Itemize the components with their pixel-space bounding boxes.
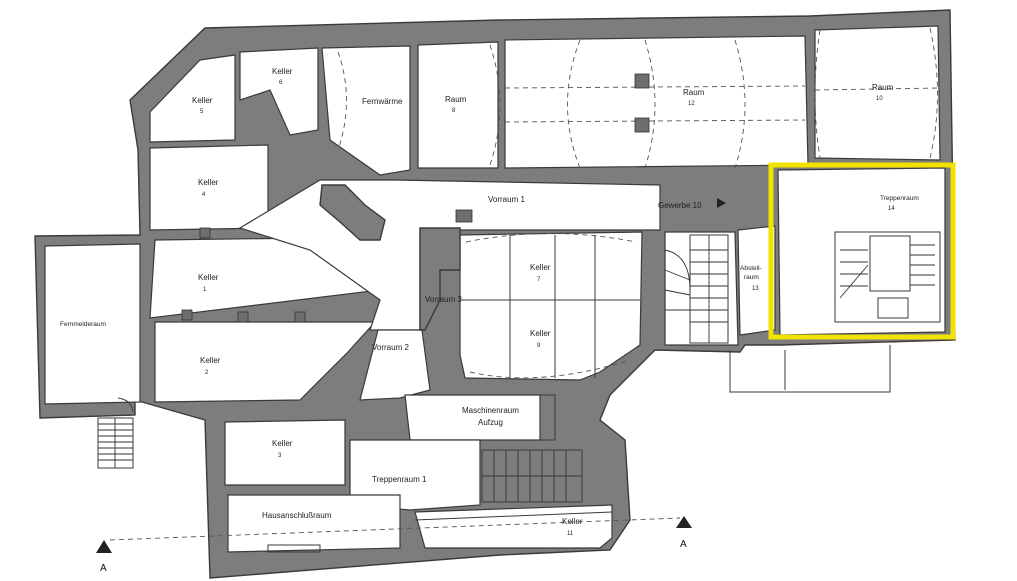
room-hausanschluss [227,494,401,553]
label-keller-4: Keller [198,178,219,187]
room-number: 9 [537,343,541,349]
room-keller-5 [149,54,236,143]
room-maschinenraum [404,394,541,441]
room-number: raum [744,274,759,281]
room-number: 13 [752,286,759,292]
section-marker-right: A [676,516,692,550]
room-fernwaerme [321,45,411,176]
room-keller-4 [149,144,269,231]
label-treppenraum-1: Treppenraum 1 [372,475,427,484]
stair-treppenraum-1 [481,449,583,503]
columns [181,73,650,331]
room-number: 1 [203,287,207,293]
label-keller-7: Keller [530,263,551,272]
label-vorraum-1: Vorraum 1 [488,195,525,204]
misc-lines [109,345,891,553]
section-label-left: A [100,563,107,574]
label-keller-bottom: Keller [562,517,583,526]
highlight-box [768,162,956,340]
label-abstellraum: Abstell- [740,265,762,272]
room-labels: Keller 6 Keller 5 Fernwärme Raum 8 Raum … [60,67,919,537]
room-number: 10 [876,96,883,102]
stairs [97,231,941,503]
room-raum-10 [814,25,941,161]
room-number: 2 [205,370,209,376]
room-number: Aufzug [478,418,503,427]
label-keller-3: Keller [272,439,293,448]
room-treppenraum-1 [349,439,481,511]
room-number: 3 [278,453,282,459]
section-marker-left: A [96,540,112,574]
room-treppenraum-2 [777,167,946,336]
room-raum-8 [417,41,499,169]
room-keller-2 [154,321,377,403]
label-maschinenraum: Maschinenraum [462,406,519,415]
label-fernwaerme: Fernwärme [362,97,403,106]
rooms [44,25,946,553]
label-treppenraum-2: Treppenraum [880,195,919,202]
label-gewerbe: Gewerbe 10 [658,201,702,210]
room-keller-6 [239,47,319,136]
room-number: 7 [537,277,541,283]
label-hausanschluss: Hausanschlußraum [262,511,332,520]
room-number: 5 [200,109,204,115]
room-number: 8 [452,108,456,114]
gewerbe-arrow-icon [717,198,726,208]
stair-outside-left [97,417,134,469]
room-fernmelderaum [44,243,141,405]
room-raum-12 [504,35,809,169]
label-keller-1: Keller [198,273,219,282]
room-vorraum-2 [359,329,431,401]
label-keller-5: Keller [192,96,213,105]
stair-treppenraum-2 [834,231,941,323]
label-keller-2: Keller [200,356,221,365]
room-number: 11 [567,531,574,537]
label-keller-9: Keller [530,329,551,338]
room-number: 12 [688,101,695,107]
room-number: 6 [279,80,283,86]
room-keller-3 [224,419,346,486]
label-raum-10: Raum [872,83,894,92]
label-raum-8: Raum [445,95,467,104]
label-vorraum-3: Vorraum 3 [425,295,462,304]
label-keller-6: Keller [272,67,293,76]
room-stair-core [664,231,739,346]
label-vorraum-2: Vorraum 2 [372,343,409,352]
section-label-right: A [680,539,687,550]
room-number: 4 [202,192,206,198]
room-keller-7-9 [459,231,643,381]
room-keller-bottom [414,504,613,549]
room-number: 14 [888,206,895,212]
label-raum-12: Raum [683,88,705,97]
room-abstellraum [737,225,776,336]
stair-core [664,234,729,344]
label-fernmelderaum: Fernmelderaum [60,321,106,328]
vault-lines [337,27,941,521]
